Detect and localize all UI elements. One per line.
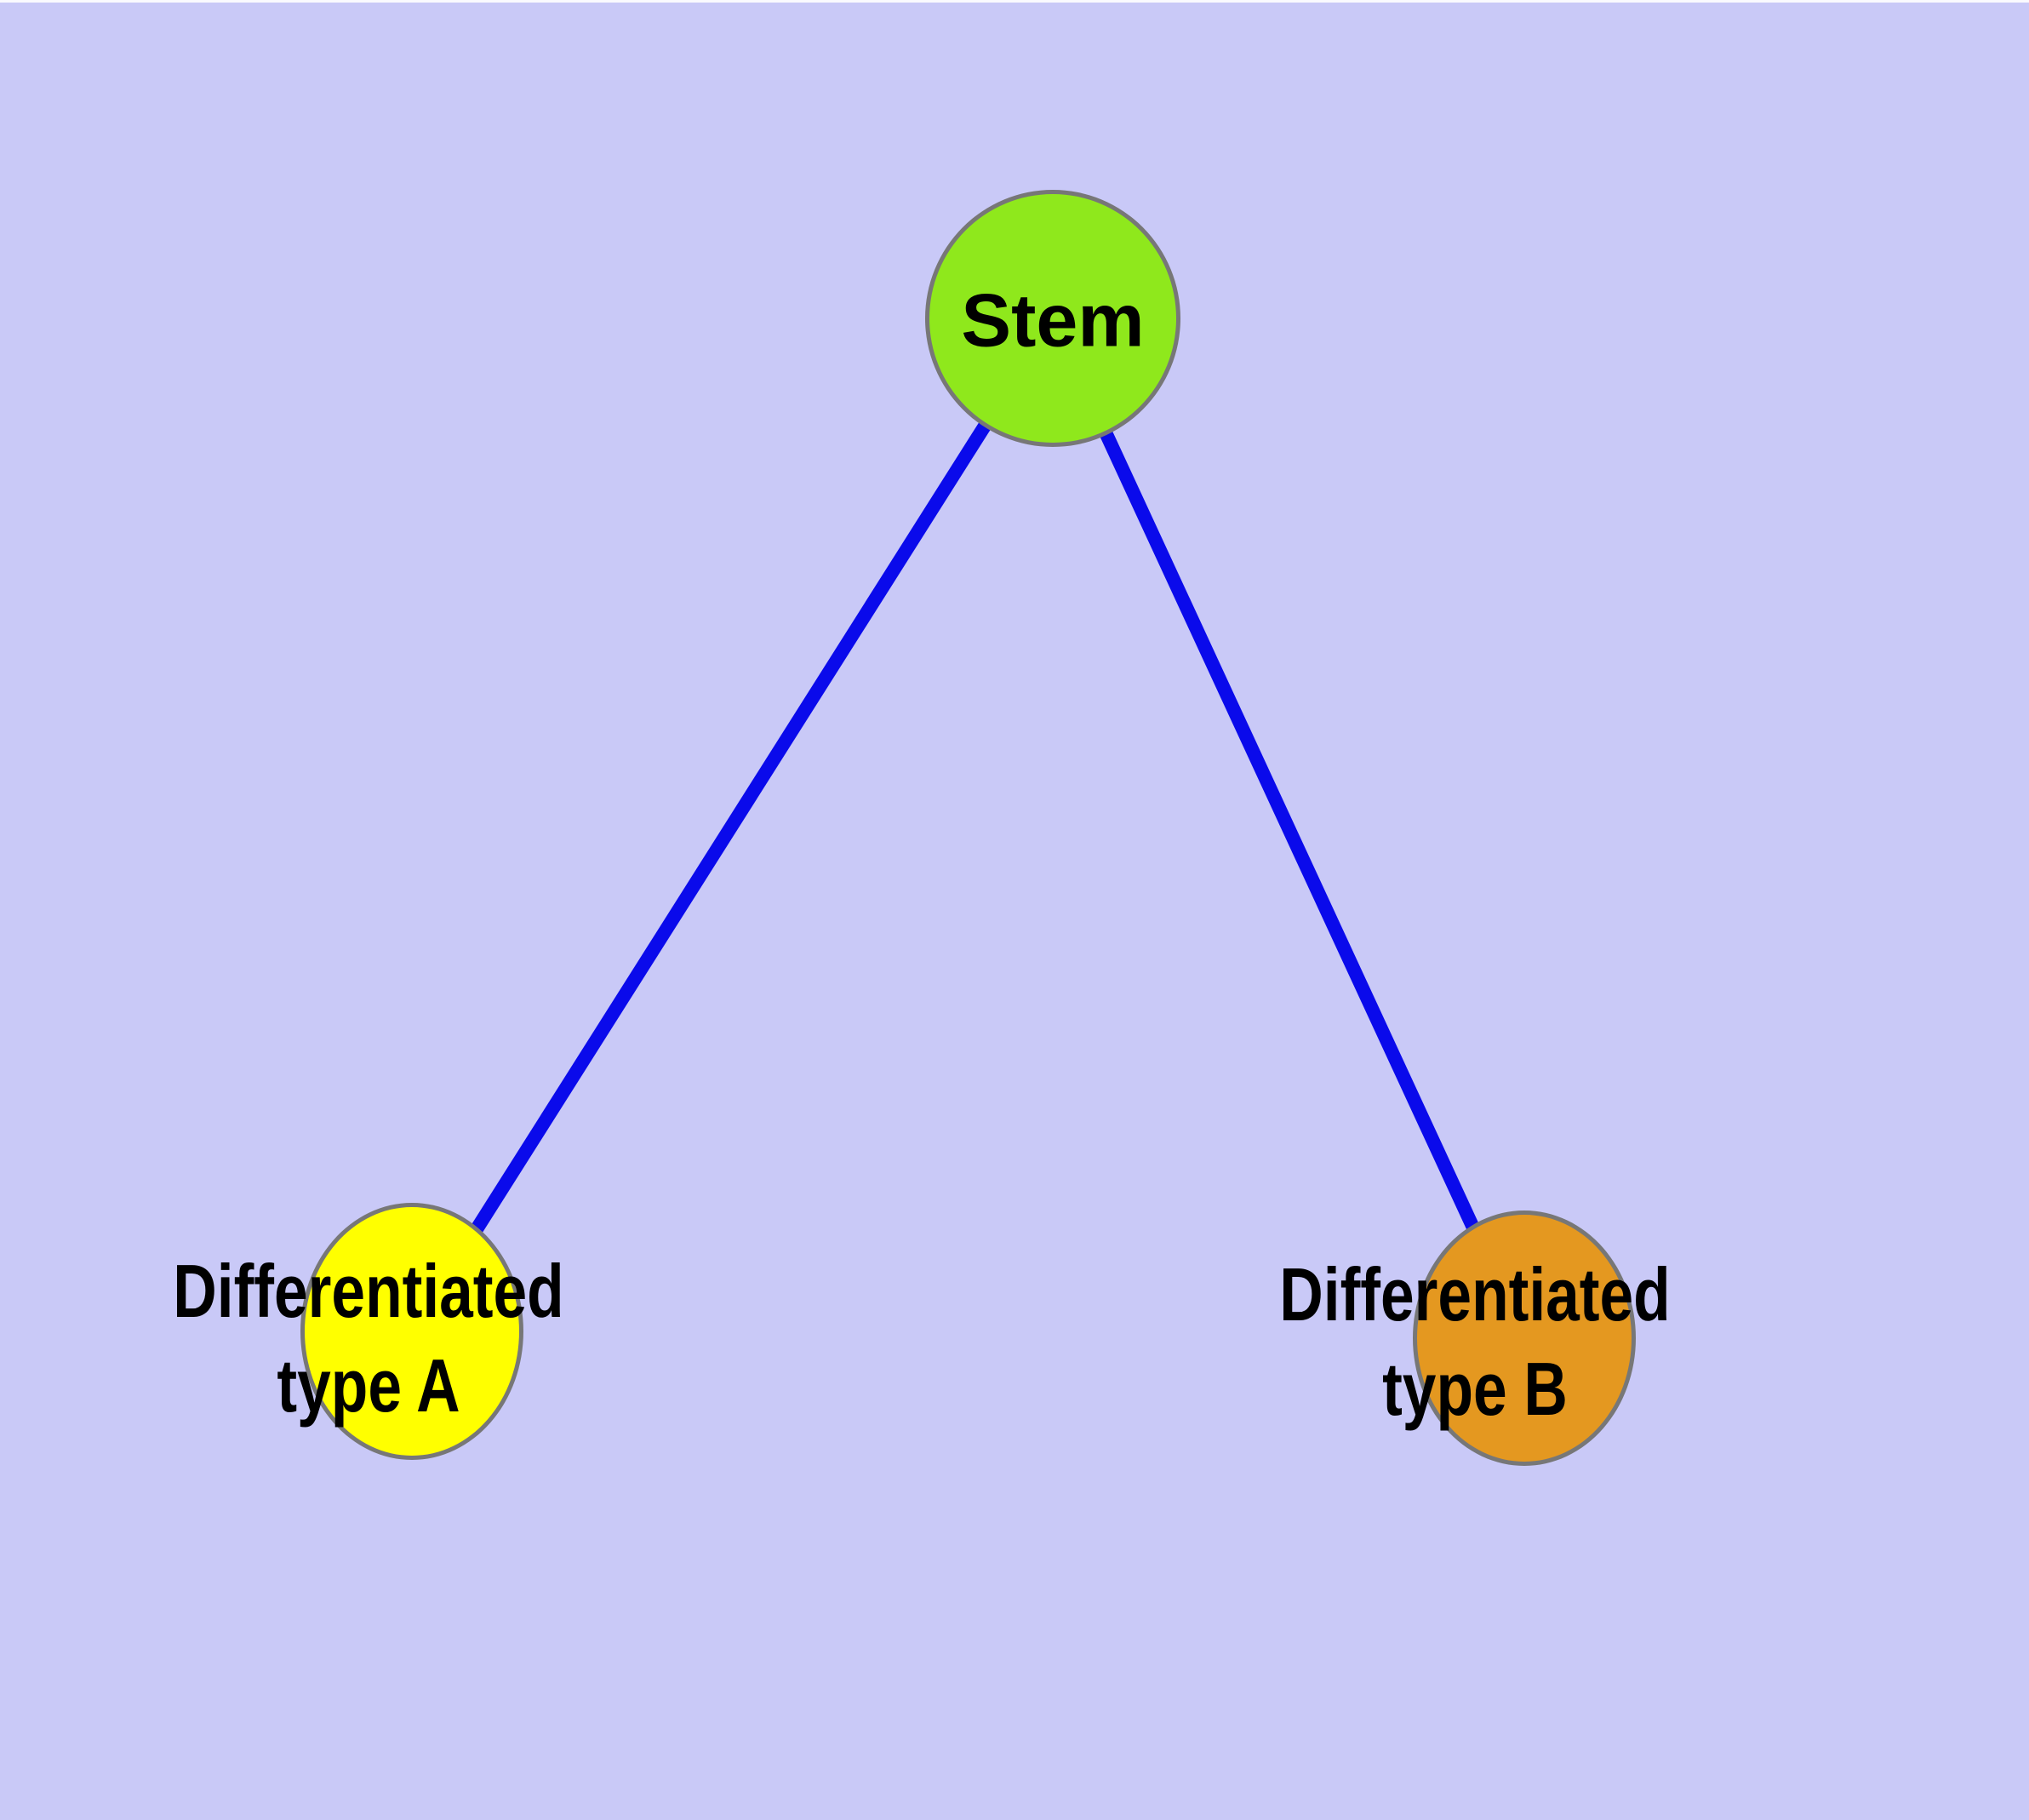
node-differentiated-type-b [1413,1210,1636,1466]
edge-stem-to-type-a [406,314,1059,1336]
node-differentiated-type-a [300,1203,523,1460]
node-type-a-label-line1: Differentiated [173,1249,564,1333]
node-stem-label-text: Stem [961,278,1145,363]
node-type-a-label-line2: type A [277,1343,460,1428]
edge-stem-to-type-b [1046,315,1531,1342]
node-type-b-label: Differentiated type B [1279,1247,1670,1436]
node-type-b-label-line1: Differentiated [1279,1252,1671,1336]
node-stem [925,190,1180,447]
node-type-a-label: Differentiated type A [173,1244,563,1433]
window-top-highlight [0,0,2029,3]
node-stem-label: Stem [961,273,1144,368]
node-type-b-label-line2: type B [1382,1347,1568,1431]
